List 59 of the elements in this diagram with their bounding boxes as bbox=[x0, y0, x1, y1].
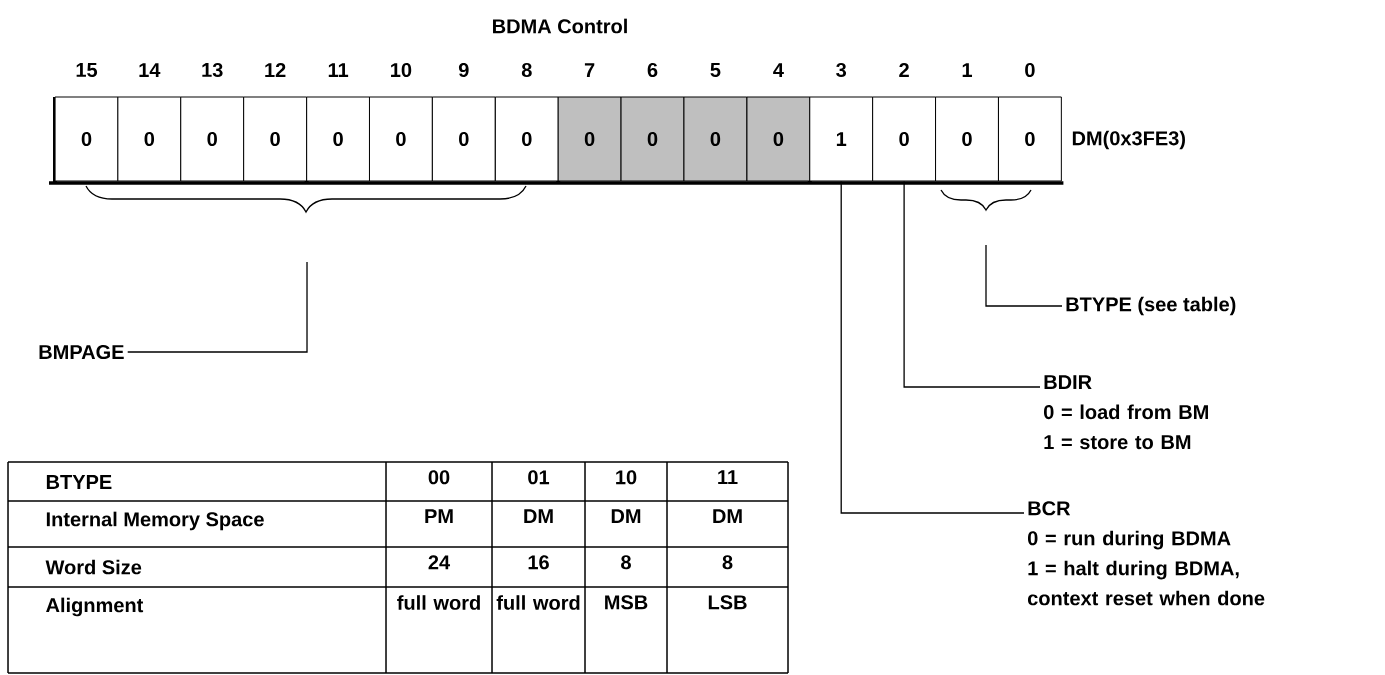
bit-number: 0 bbox=[1025, 62, 1035, 78]
leader-line bbox=[985, 244, 1063, 307]
table-entry: DM bbox=[713, 509, 742, 523]
bit-number: 9 bbox=[458, 62, 469, 78]
bit-cell: 0 bbox=[243, 96, 308, 182]
table-heading: 01 bbox=[528, 470, 550, 485]
table-entry: Internal Memory Space bbox=[46, 511, 264, 531]
table-heading: 00 bbox=[428, 470, 450, 485]
table-entry: 24 bbox=[428, 555, 450, 570]
bit-number: 3 bbox=[836, 62, 847, 78]
bit-cell: 0 bbox=[54, 96, 119, 182]
bit-number: 7 bbox=[584, 63, 595, 77]
bit-cell: 0 bbox=[683, 96, 748, 182]
bit-cell: 0 bbox=[368, 96, 433, 182]
bit-cell: 0 bbox=[557, 96, 622, 182]
bit-number: 1 bbox=[962, 63, 972, 77]
bit-number: 8 bbox=[521, 62, 532, 78]
field-description: BTYPE (see table) bbox=[1066, 296, 1236, 316]
table-heading: BTYPE bbox=[46, 475, 112, 489]
bit-number: 13 bbox=[202, 62, 223, 78]
bit-number: 11 bbox=[328, 63, 349, 77]
table-entry: DM bbox=[611, 509, 641, 523]
table-entry: DM bbox=[524, 509, 553, 523]
bit-number: 15 bbox=[76, 63, 98, 77]
table-entry: Alignment bbox=[46, 597, 144, 617]
table-entry: full word bbox=[397, 595, 480, 610]
bit-number: 2 bbox=[899, 63, 909, 77]
table-entry: Word Size bbox=[45, 559, 142, 575]
bit-cell: 0 bbox=[872, 96, 937, 182]
table-entry: 8 bbox=[722, 555, 733, 570]
bit-cell: 0 bbox=[746, 96, 811, 182]
bit-cell: 0 bbox=[117, 96, 182, 182]
field-description: BDIR 0 = load from BM 1 = store to BM bbox=[1044, 375, 1208, 450]
table-entry: full word bbox=[496, 595, 580, 610]
bit-cell: 1 bbox=[809, 96, 874, 182]
bit-cell: 0 bbox=[620, 96, 685, 182]
bit-cell: 0 bbox=[180, 96, 245, 182]
bit-number: 6 bbox=[647, 62, 658, 78]
bit-cell: 0 bbox=[935, 96, 999, 182]
bit-cell: 0 bbox=[494, 96, 559, 182]
bit-number: 10 bbox=[391, 62, 412, 78]
field-description: BMPAGE bbox=[39, 344, 124, 360]
bit-cell: 0 bbox=[431, 96, 496, 182]
table-entry: MSB bbox=[605, 595, 648, 610]
field-description: BCR 0 = run during BDMA 1 = halt during BDMA, context reset when done bbox=[1028, 501, 1265, 606]
bit-number: 5 bbox=[710, 63, 721, 77]
bit-number: 14 bbox=[139, 63, 161, 77]
bit-number: 12 bbox=[265, 63, 286, 77]
table-heading: 11 bbox=[718, 470, 738, 484]
leader-line bbox=[127, 261, 308, 353]
table-entry: PM bbox=[425, 509, 453, 523]
table-entry: 16 bbox=[528, 555, 549, 570]
bit-cell: 0 bbox=[306, 96, 371, 182]
bit-number: 4 bbox=[773, 63, 784, 77]
bit-cell: 0 bbox=[997, 96, 1062, 182]
table-entry: LSB bbox=[708, 595, 747, 610]
diagram-title: BDMA Control bbox=[493, 18, 627, 34]
table-heading: 10 bbox=[616, 470, 637, 485]
table-entry: 8 bbox=[621, 555, 631, 570]
